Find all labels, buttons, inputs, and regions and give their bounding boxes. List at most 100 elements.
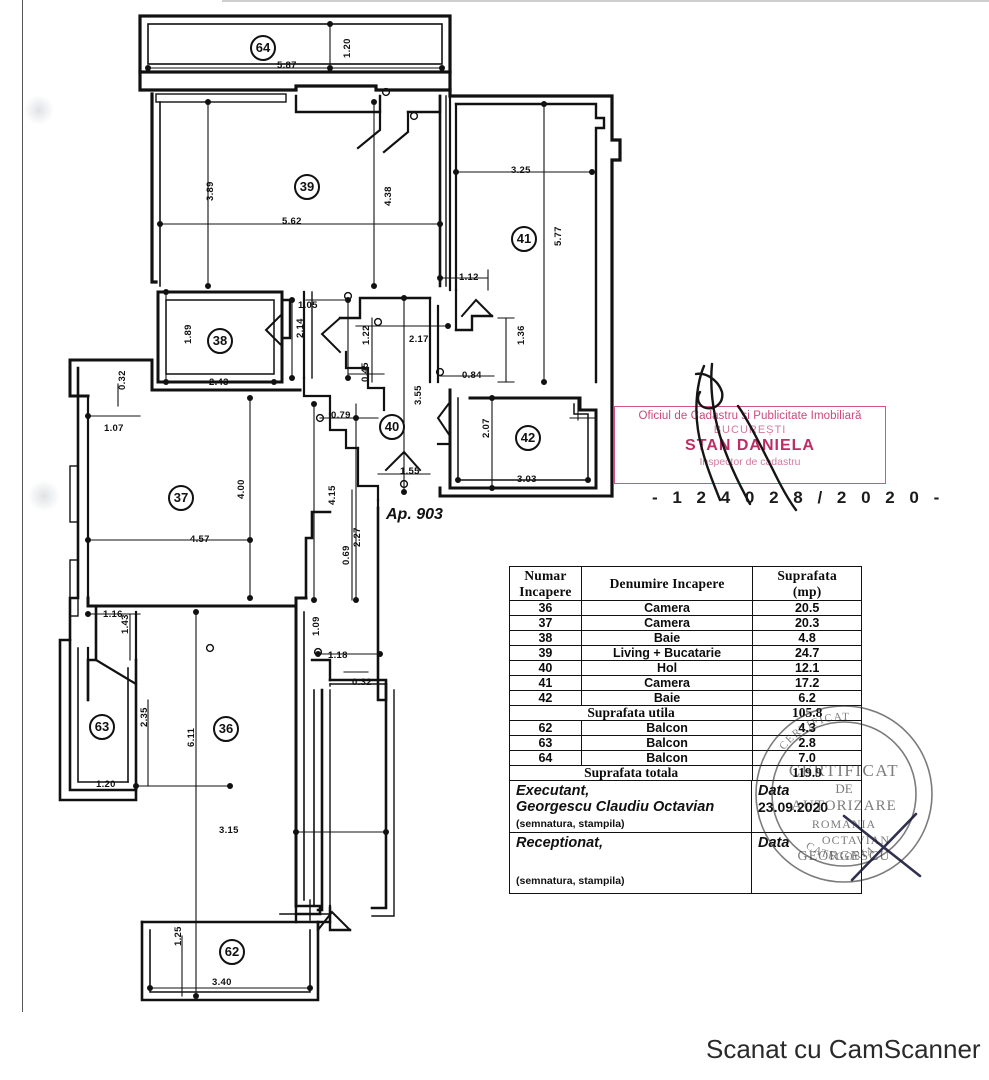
- dimension-label: 2.43: [209, 377, 229, 388]
- room-badge-63: 63: [89, 714, 115, 740]
- cell-room-number: 62: [509, 720, 582, 736]
- cell-room-area: 2.8: [752, 735, 862, 751]
- cell-room-number: 40: [509, 660, 582, 676]
- room-badge-38: 38: [207, 328, 233, 354]
- dimension-label: 3.40: [212, 977, 232, 988]
- page-top-shadow: [222, 0, 989, 2]
- executant-date-cell: Data 23.09.2020: [752, 781, 861, 832]
- cell-summary-area: 105.8: [752, 705, 862, 721]
- header-room-name: Denumire Incapere: [580, 566, 754, 601]
- apartment-label: Ap. 903: [386, 506, 443, 523]
- room-badge-41: 41: [511, 226, 537, 252]
- cell-room-name: Living + Bucatarie: [580, 645, 754, 661]
- dimension-label: 1.43: [120, 614, 131, 634]
- cell-room-area: 20.3: [752, 615, 862, 631]
- executant-row: Executant, Georgescu Claudiu Octavian (s…: [510, 781, 861, 832]
- dimension-label: 2.07: [481, 418, 492, 438]
- cell-room-name: Balcon: [580, 720, 754, 736]
- dimension-label: 5.62: [282, 216, 302, 227]
- cell-room-name: Balcon: [580, 735, 754, 751]
- dimension-label: 4.57: [190, 534, 210, 545]
- dimension-label: 4.38: [383, 186, 394, 206]
- dimension-label: 0.69: [341, 545, 352, 565]
- dimension-label: 0.32: [117, 370, 128, 390]
- stamp-registration-number: - 1 2 4 0 2 8 / 2 0 2 0 -: [652, 488, 945, 507]
- scan-smudge: [28, 480, 60, 512]
- room-badge-62: 62: [219, 939, 245, 965]
- dimension-label: 0.45: [360, 362, 371, 382]
- dimension-label: 2.17: [409, 334, 429, 345]
- dimension-label: 0.84: [462, 370, 482, 381]
- dimension-label: 3.25: [511, 165, 531, 176]
- cell-room-name: Balcon: [580, 750, 754, 766]
- dimension-label: 3.03: [517, 474, 537, 485]
- cell-room-name: Camera: [580, 615, 754, 631]
- cell-room-number: 36: [509, 600, 582, 616]
- stamp-inspector-name: STAN DANIELA: [685, 436, 815, 454]
- executant-cell: Executant, Georgescu Claudiu Octavian (s…: [510, 781, 752, 832]
- receptionat-note: (semnatura, stampila): [516, 875, 625, 887]
- stamp-city: BUCUREȘTI: [713, 424, 787, 437]
- cell-room-number: 63: [509, 735, 582, 751]
- cell-room-name: Baie: [580, 630, 754, 646]
- header-room-area: Suprafata (mp): [752, 566, 862, 601]
- cell-room-number: 37: [509, 615, 582, 631]
- cell-room-area: 17.2: [752, 675, 862, 691]
- dimension-label: 2.14: [295, 318, 306, 338]
- cell-room-area: 4.8: [752, 630, 862, 646]
- room-badge-37: 37: [168, 485, 194, 511]
- scan-smudge: [24, 95, 54, 125]
- date-value: 23.09.2020: [758, 799, 829, 815]
- receptionat-row: Receptionat, (semnatura, stampila) Data: [510, 832, 861, 893]
- dimension-label: 4.15: [327, 485, 338, 505]
- dimension-label: 3.15: [219, 825, 239, 836]
- room-badge-40: 40: [379, 414, 405, 440]
- dimension-label: 1.09: [311, 616, 322, 636]
- dimension-label: 0.79: [331, 410, 351, 421]
- cell-room-number: 39: [509, 645, 582, 661]
- page-edge-line: [22, 0, 23, 1012]
- dimension-label: 3.89: [205, 181, 216, 201]
- cell-room-area: 24.7: [752, 645, 862, 661]
- dimension-label: 1.25: [173, 926, 184, 946]
- receptionat-cell: Receptionat, (semnatura, stampila): [510, 833, 752, 893]
- dimension-label: 1.22: [361, 325, 372, 345]
- executant-label: Executant,: [516, 783, 590, 799]
- camscanner-watermark: Scanat cu CamScanner: [706, 1034, 981, 1064]
- dimension-label: 0.32: [352, 677, 372, 688]
- cell-room-area: 4.3: [752, 720, 862, 736]
- dimension-label: 1.07: [104, 423, 124, 434]
- room-schedule-table: Numar Incapere Denumire Incapere Suprafa…: [508, 566, 862, 781]
- room-badge-39: 39: [294, 174, 320, 200]
- executant-note: (semnatura, stampila): [516, 818, 625, 830]
- cell-summary-area: 119.9: [752, 765, 862, 781]
- dimension-label: 2.27: [352, 527, 363, 547]
- cell-room-area: 6.2: [752, 690, 862, 706]
- dimension-label: 1.05: [298, 300, 318, 311]
- dimension-label: 1.89: [183, 324, 194, 344]
- cell-room-name: Camera: [580, 600, 754, 616]
- dimension-label: 1.36: [516, 325, 527, 345]
- dimension-label: 4.00: [236, 479, 247, 499]
- cell-room-area: 20.5: [752, 600, 862, 616]
- cell-room-number: 64: [509, 750, 582, 766]
- date-label-receptionat: Data: [758, 835, 790, 851]
- dimension-label: 1.18: [328, 650, 348, 661]
- dimension-label: 1.20: [342, 38, 353, 58]
- cell-room-name: Hol: [580, 660, 754, 676]
- executant-name: Georgescu Claudiu Octavian: [516, 799, 715, 815]
- cell-summary-label: Suprafata totala: [508, 765, 754, 781]
- room-badge-36: 36: [213, 716, 239, 742]
